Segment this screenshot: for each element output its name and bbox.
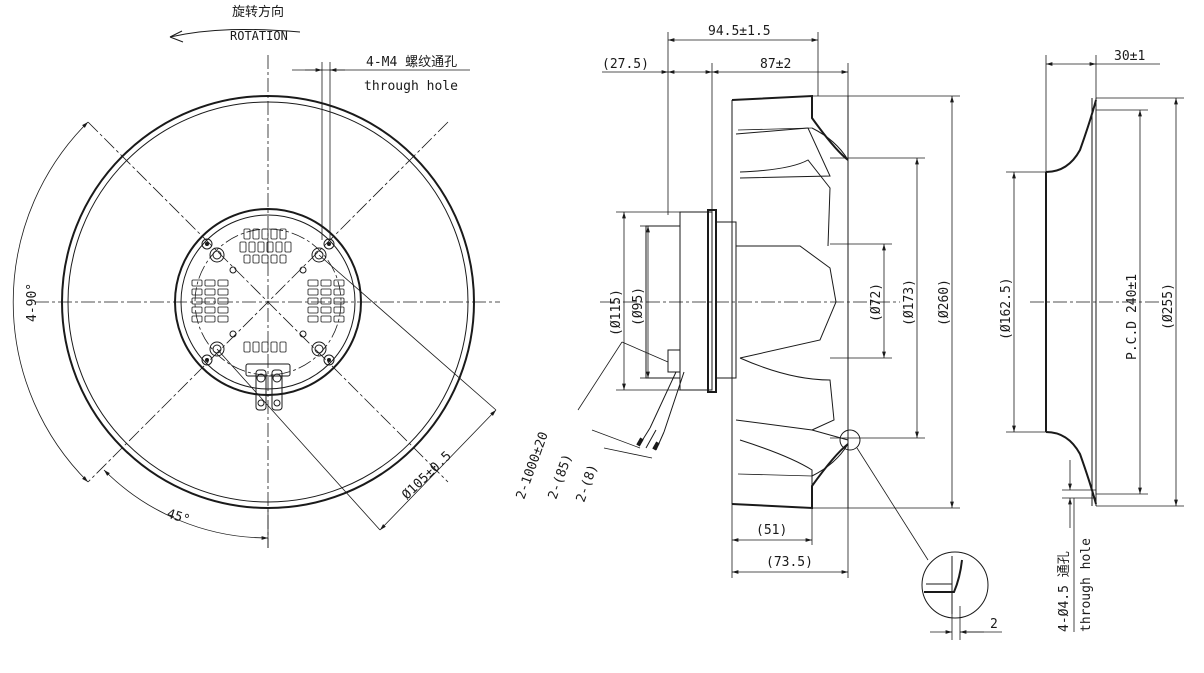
dim-27-5-label: (27.5)	[602, 57, 649, 72]
motor-body	[679, 211, 713, 391]
angle-45-label: 45°	[165, 507, 192, 529]
mounting-screws	[201, 238, 335, 366]
detail-2-label: 2	[990, 617, 998, 632]
impeller-outer-circle	[61, 95, 475, 509]
motor-housing-inner	[180, 214, 356, 390]
cable-gland	[245, 363, 291, 411]
hole-label-cn: 4-M4 螺纹通孔	[366, 55, 457, 70]
front-view: 旋转方向 ROTATION 4-M4 螺纹通孔 through hole 4-9…	[12, 4, 500, 548]
side-view: 94.5±1.5 (27.5) 87±2	[514, 24, 1002, 640]
dim-73-5-label: (73.5)	[766, 555, 813, 570]
cable-85-label: 2-(85)	[546, 452, 576, 501]
bolt-circle-dim-line	[379, 409, 497, 531]
inlet-ring-profile	[1045, 98, 1097, 506]
detail-view	[921, 551, 989, 619]
cable	[636, 349, 685, 451]
cable-len-leader	[577, 341, 623, 411]
dia-72-label: (Ø72)	[869, 283, 884, 322]
motor-housing-circle	[174, 208, 362, 396]
angle-45-arc	[103, 469, 269, 540]
impeller-inner-circle	[67, 101, 469, 503]
cable-len-label: 2-1000±20	[514, 430, 552, 501]
bolt-circle	[194, 228, 342, 376]
dim-30-label: 30±1	[1114, 49, 1145, 64]
dim-51-label: (51)	[756, 523, 787, 538]
bolt-circle-label: Ø105±0.5	[399, 449, 454, 503]
hole-label-en: through hole	[364, 79, 458, 94]
angle-90-arc	[12, 121, 89, 483]
dia-95-label: (Ø95)	[631, 287, 646, 326]
dia-162-5-label: (Ø162.5)	[999, 277, 1014, 340]
diagonal-centerline-b	[87, 121, 449, 483]
rotation-arrow	[169, 28, 301, 38]
rotation-label-en: ROTATION	[230, 29, 288, 43]
ring-hole-label-cn: 4-Ø4.5 通孔	[1057, 551, 1072, 632]
angle-90-label: 4-90°	[25, 283, 40, 322]
inlet-ring-view: 30±1 (Ø162.5) P.C.D 240±1 (Ø255) 4-Ø4.5 …	[999, 49, 1184, 632]
dia-173-label: (Ø173)	[902, 279, 917, 326]
motor-hub	[715, 221, 737, 379]
cooling-slots	[191, 228, 345, 353]
pcd-label: P.C.D 240±1	[1125, 274, 1140, 360]
detail-mark-circle	[839, 429, 861, 451]
dim-87-label: 87±2	[760, 57, 791, 72]
bolt-circle-extension-a	[318, 254, 497, 411]
dia-115-label: (Ø115)	[609, 289, 624, 336]
impeller-blades	[735, 127, 849, 486]
cable-8-label: 2-(8)	[574, 462, 601, 504]
ring-hole-label-en: through hole	[1079, 538, 1094, 632]
rotation-label-cn: 旋转方向	[232, 4, 284, 20]
dim-94-5-label: 94.5±1.5	[708, 24, 771, 39]
dia-260-label: (Ø260)	[937, 279, 952, 326]
dia-255-label: (Ø255)	[1161, 283, 1176, 330]
bolt-circle-extension-b	[216, 348, 381, 531]
